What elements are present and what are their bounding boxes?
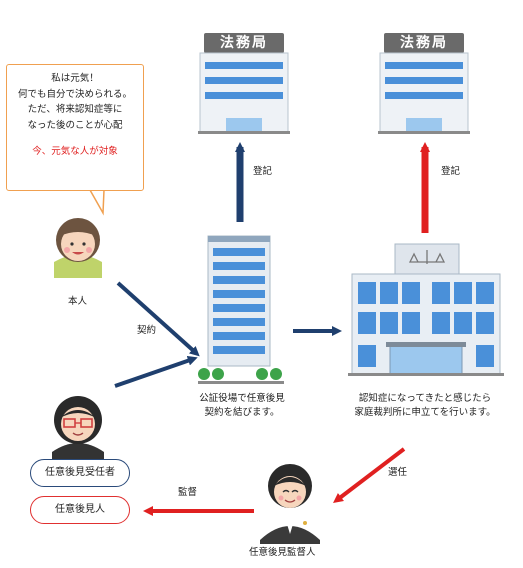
- court-caption-line-2: 家庭裁判所に申立てを行います。: [354, 407, 496, 418]
- supervisor-person-figure: [260, 464, 320, 544]
- court-caption: 認知症になってきたと感じたら 家庭裁判所に申立てを行います。: [340, 392, 510, 420]
- supervisor-label: 任意後見監督人: [249, 547, 316, 558]
- label-supervision: 監督: [178, 487, 198, 498]
- legal-bureau-building-left: [198, 33, 290, 134]
- bubble-line-4: なった後のことが心配: [27, 119, 123, 131]
- guardian-pill: 任意後見人: [30, 496, 130, 524]
- arrow-guardian-to-notary: [114, 355, 198, 388]
- guardian-person-figure: [52, 396, 104, 460]
- label-contract: 契約: [137, 325, 157, 336]
- notary-caption-line-2: 契約を結びます。: [204, 407, 280, 418]
- bubble-line-2: 何でも自分で決められる。: [17, 88, 132, 100]
- label-registration-right: 登記: [441, 166, 461, 177]
- notary-office-building: [198, 235, 284, 384]
- label-registration-left: 登記: [253, 166, 273, 177]
- notary-caption-line-1: 公証役場で任意後見: [199, 393, 285, 404]
- family-court-building: [348, 243, 504, 376]
- label-appointment: 選任: [388, 467, 408, 478]
- principal-speech-bubble: 私は元気！ 何でも自分で決められる。 ただ、将来認知症等に なった後のことが心配…: [6, 64, 144, 191]
- principal-person-figure: [54, 218, 102, 278]
- legal-bureau-building-right: [378, 33, 470, 134]
- bubble-line-3: ただ、将来認知症等に: [27, 104, 123, 115]
- arrow-principal-to-notary: [116, 281, 200, 357]
- legal-bureau-sign-left: 法務局: [220, 35, 268, 51]
- bubble-target-note: 今、元気な人が対象: [32, 146, 118, 157]
- arrow-court-appoints-supervisor: [333, 447, 406, 504]
- notary-caption: 公証役場で任意後見 契約を結びます。: [192, 392, 292, 420]
- legal-bureau-sign-right: 法務局: [400, 35, 448, 51]
- principal-label: 本人: [68, 296, 88, 307]
- bubble-line-1: 私は元気！: [51, 73, 99, 84]
- speech-bubble-tail: [88, 189, 105, 216]
- guardian-candidate-pill: 任意後見受任者: [30, 459, 130, 487]
- court-caption-line-1: 認知症になってきたと感じたら: [358, 393, 492, 404]
